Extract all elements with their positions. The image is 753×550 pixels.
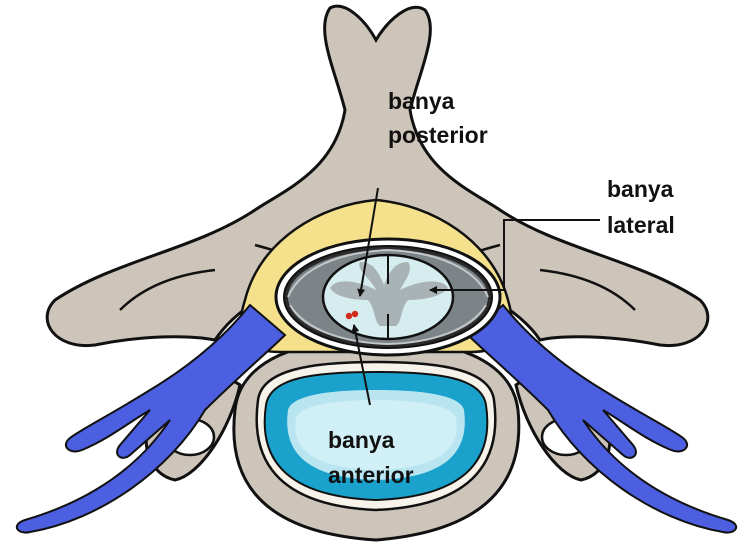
label-posterior-line1: banya xyxy=(388,86,454,116)
label-lateral-line2: lateral xyxy=(607,210,675,240)
artery-dot-right xyxy=(352,311,358,317)
label-anterior-line2: anterior xyxy=(328,460,414,490)
spinal-cord-section xyxy=(323,255,453,339)
label-lateral-line1: banya xyxy=(607,174,673,204)
label-anterior-line1: banya xyxy=(328,425,394,455)
artery-dot-left xyxy=(346,313,352,319)
label-posterior-line2: posterior xyxy=(388,120,488,150)
